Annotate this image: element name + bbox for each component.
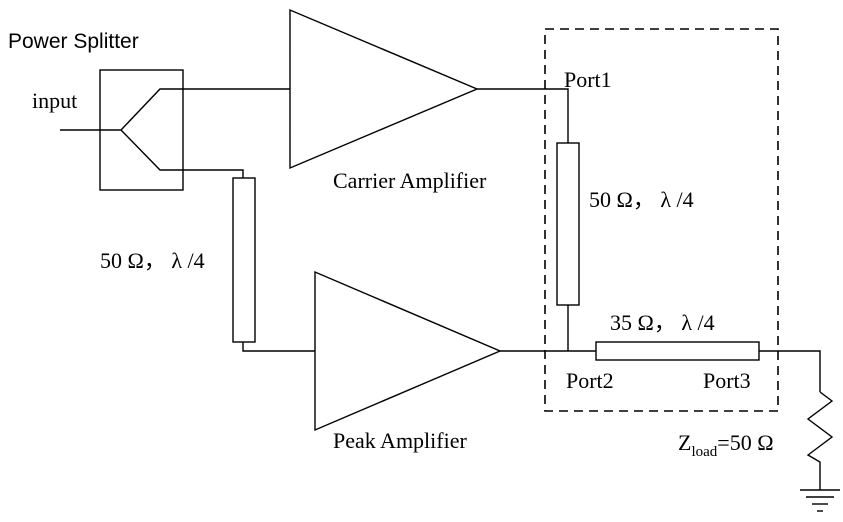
carrier-amplifier — [289, 8, 479, 170]
wire-port3-to-load — [759, 350, 821, 392]
splitter-branch-lower — [120, 129, 183, 171]
peak-amplifier — [314, 270, 502, 432]
input-label: input — [32, 88, 77, 113]
tline-peak-path — [232, 177, 256, 343]
port1-label: Port1 — [564, 67, 612, 92]
load-z: Z — [678, 430, 691, 455]
load-value: =50 Ω — [717, 430, 773, 455]
carrier-amplifier-label: Carrier Amplifier — [333, 168, 487, 193]
power-splitter-title: Power Splitter — [8, 30, 139, 53]
port3-label: Port3 — [703, 368, 751, 393]
wire-carrier-to-port1 — [477, 88, 569, 143]
load-subscript: load — [691, 444, 717, 460]
combiner-dashed-box — [544, 28, 779, 412]
wire-splitter-to-tline — [183, 169, 244, 178]
tline-peak-label: 50 Ω， λ /4 — [100, 248, 205, 273]
tline-combiner-horizontal-label: 35 Ω， λ /4 — [610, 310, 715, 335]
peak-amplifier-label: Peak Amplifier — [333, 428, 467, 453]
tline-combiner-vertical-label: 50 Ω， λ /4 — [589, 187, 694, 212]
tline-combiner-vertical — [556, 142, 580, 306]
splitter-branch-upper — [100, 88, 183, 131]
port2-label: Port2 — [566, 368, 614, 393]
tline-combiner-horizontal — [595, 341, 760, 361]
wire-tline-to-peak — [242, 342, 315, 352]
load-label: Zload=50 Ω — [678, 430, 774, 460]
load-resistor — [806, 391, 834, 490]
ground-icon — [800, 489, 840, 512]
